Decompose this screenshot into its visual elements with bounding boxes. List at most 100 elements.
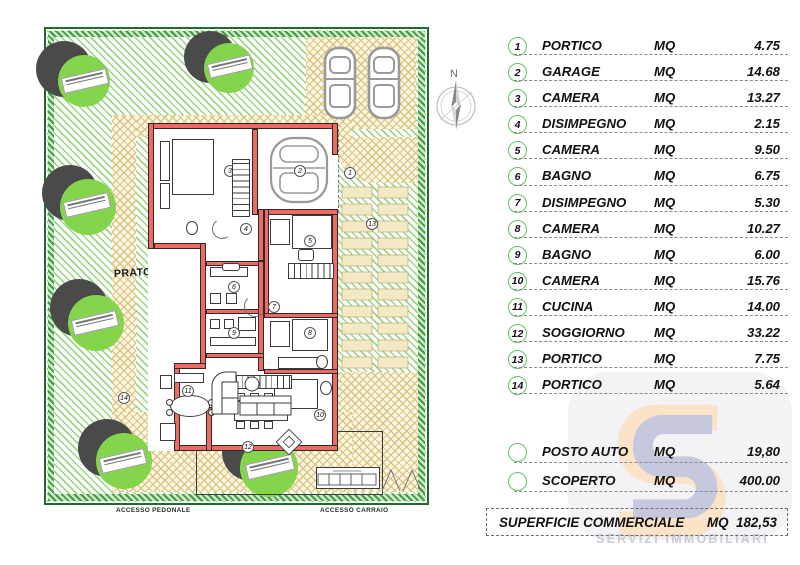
plan-number-9: 9 bbox=[228, 327, 240, 339]
legend-name-7: DISIMPEGNO bbox=[542, 194, 627, 210]
chair-12e bbox=[250, 421, 259, 429]
legend-bubble-6: 6 bbox=[508, 167, 527, 187]
legend-unit-11: MQ bbox=[654, 298, 676, 314]
lawn-label: PRATO bbox=[113, 266, 153, 280]
legend-value-2: 14.68 bbox=[746, 64, 780, 80]
summary-name-scoperto: SCOPERTO bbox=[542, 473, 616, 488]
dining-table-11 bbox=[170, 395, 210, 417]
sink-6 bbox=[222, 263, 240, 271]
fridge-11 bbox=[160, 375, 172, 389]
legend-bubble-2: 2 bbox=[508, 63, 527, 83]
wardrobe-3a bbox=[160, 141, 170, 181]
north-compass: N bbox=[430, 64, 482, 132]
legend-bubble-8: 8 bbox=[508, 219, 527, 239]
outdoor-summary: POSTO AUTO MQ 19,80 SCOPERTO MQ 400.00 bbox=[486, 440, 792, 498]
legend-name-10: CAMERA bbox=[542, 272, 600, 288]
wardrobe-8 bbox=[270, 321, 290, 347]
plan-number-2: 2 bbox=[294, 165, 306, 177]
wall-corridor-east bbox=[258, 209, 264, 261]
legend-name-3: CAMERA bbox=[542, 90, 600, 106]
legend-name-13: PORTICO bbox=[542, 351, 602, 367]
wall-room10-south bbox=[264, 369, 338, 374]
wall-east-lower bbox=[332, 209, 338, 451]
closet-5 bbox=[288, 263, 334, 279]
summary-rule bbox=[514, 462, 788, 463]
legend-rule bbox=[514, 341, 788, 343]
chair-8 bbox=[316, 355, 328, 369]
legend-unit-3: MQ bbox=[654, 90, 676, 106]
legend-row: 14 PORTICO MQ 5.64 bbox=[486, 373, 792, 399]
legend-rule bbox=[514, 132, 788, 134]
legend-rule bbox=[514, 80, 788, 82]
legend-bubble-10: 10 bbox=[508, 271, 527, 291]
legend-row: 9 BAGNO MQ 6.00 bbox=[486, 243, 792, 269]
legend-unit-5: MQ bbox=[654, 142, 676, 158]
plan-number-13: 13 bbox=[366, 218, 378, 230]
site-plan: PRATO ACCESSO PEDONALE ACCESSO CA bbox=[36, 27, 429, 514]
summary-bubble-posto-auto bbox=[508, 443, 527, 462]
legend-unit-8: MQ bbox=[654, 220, 676, 236]
vehicle-access-label: ACCESSO CARRAIO bbox=[320, 507, 389, 514]
legend-rule bbox=[514, 288, 788, 290]
legend-rule bbox=[514, 367, 788, 369]
legend-bubble-3: 3 bbox=[508, 89, 527, 109]
legend-value-7: 5.30 bbox=[754, 194, 780, 210]
cabinet-11 bbox=[160, 423, 176, 441]
legend-value-13: 7.75 bbox=[754, 351, 780, 367]
plan-number-6: 6 bbox=[228, 281, 240, 293]
legend-name-14: PORTICO bbox=[542, 377, 602, 393]
legend-unit-6: MQ bbox=[654, 168, 676, 184]
legend-rule bbox=[514, 236, 788, 238]
legend-name-2: GARAGE bbox=[542, 64, 600, 80]
legend-value-10: 15.76 bbox=[746, 272, 780, 288]
legend-unit-14: MQ bbox=[654, 377, 676, 393]
legend-row: 1 PORTICO MQ 4.75 bbox=[486, 34, 792, 60]
hedge-top bbox=[48, 31, 425, 37]
legend-rule bbox=[514, 210, 788, 212]
pedestrian-access-label: ACCESSO PEDONALE bbox=[116, 507, 191, 514]
legend-rule bbox=[514, 158, 788, 160]
plan-number-11: 11 bbox=[182, 385, 194, 397]
legend-value-14: 5.64 bbox=[754, 377, 780, 393]
wardrobe-3b bbox=[160, 183, 170, 209]
svg-text:N: N bbox=[450, 68, 458, 80]
wall-north bbox=[148, 123, 338, 129]
legend-name-8: CAMERA bbox=[542, 220, 600, 236]
counter-11 bbox=[174, 373, 204, 383]
summary-unit-posto-auto: MQ bbox=[654, 444, 676, 459]
summary-value-posto-auto: 19,80 bbox=[746, 444, 780, 459]
summary-unit-scoperto: MQ bbox=[654, 473, 676, 488]
legend-row: 13 PORTICO MQ 7.75 bbox=[486, 347, 792, 373]
legend-unit-2: MQ bbox=[654, 64, 676, 80]
wall-west-upper bbox=[148, 123, 154, 249]
wall-garage-west bbox=[252, 129, 258, 215]
car-1 bbox=[322, 45, 358, 126]
legend-unit-12: MQ bbox=[654, 325, 676, 341]
door-arc-7 bbox=[244, 295, 266, 317]
legend-name-6: BAGNO bbox=[542, 168, 592, 184]
legend-row: 6 BAGNO MQ 6.75 bbox=[486, 164, 792, 190]
legend-rule bbox=[514, 315, 788, 317]
chair-11b bbox=[166, 409, 173, 416]
plan-number-12: 12 bbox=[242, 441, 254, 453]
plan-number-5: 5 bbox=[304, 235, 316, 247]
toilet-3 bbox=[186, 221, 198, 235]
summary-value-scoperto: 400.00 bbox=[739, 473, 780, 488]
legend-name-5: CAMERA bbox=[542, 142, 600, 158]
summary-rule bbox=[514, 491, 788, 492]
fixture-6a bbox=[210, 293, 221, 304]
wall-west-step bbox=[174, 363, 206, 369]
wall-bath9-south bbox=[206, 353, 264, 358]
wall-south bbox=[174, 445, 338, 451]
legend-rule bbox=[514, 393, 788, 395]
legend-unit-10: MQ bbox=[654, 272, 676, 288]
hedge-left bbox=[48, 31, 54, 501]
legend-name-9: BAGNO bbox=[542, 246, 592, 262]
legend-bubble-11: 11 bbox=[508, 297, 527, 317]
legend-value-5: 9.50 bbox=[754, 142, 780, 158]
wall-west-return bbox=[154, 243, 206, 249]
legend-rule bbox=[514, 262, 788, 264]
chair-12d bbox=[236, 421, 245, 429]
summary-name-posto-auto: POSTO AUTO bbox=[542, 444, 629, 459]
